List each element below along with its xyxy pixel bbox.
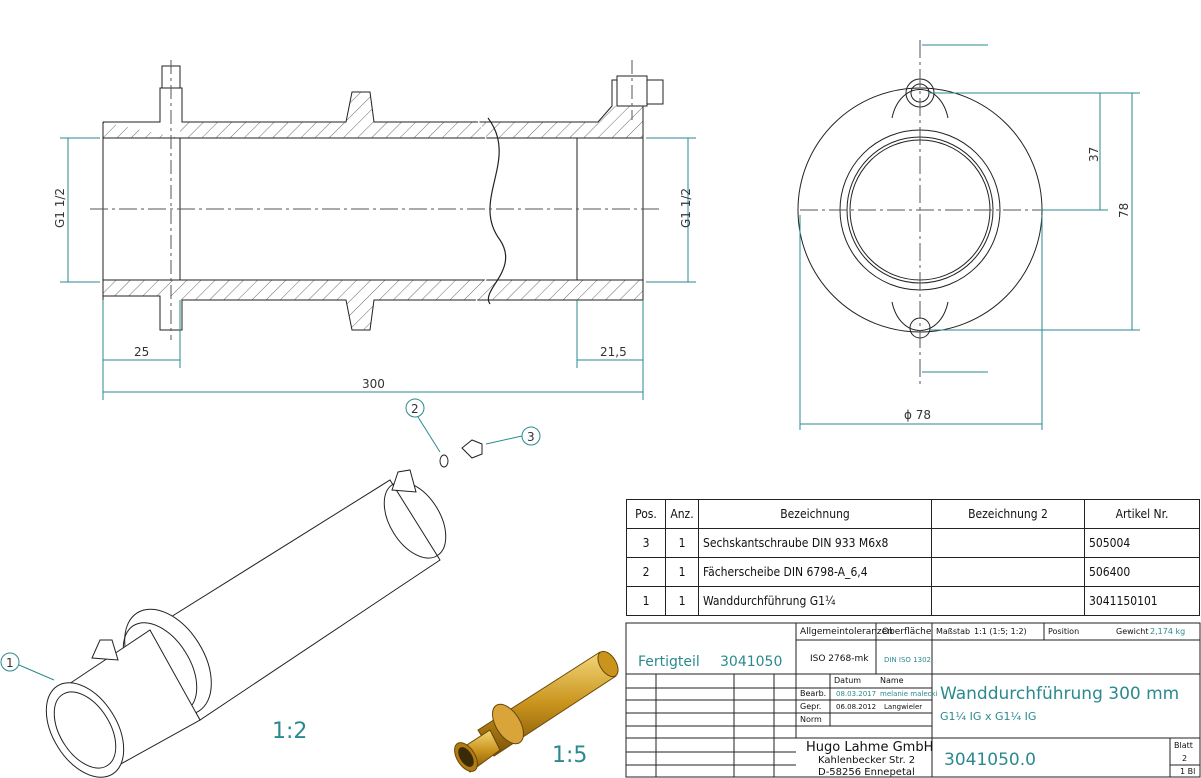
table-row: 1 1 Wanddurchführung G1¼ 3041150101 bbox=[626, 586, 1200, 616]
bezeichnung-2 bbox=[931, 586, 1085, 616]
balloon-1: 1 bbox=[6, 656, 14, 670]
fertigteil-number: 3041050 bbox=[720, 654, 783, 670]
scale-iso: 1:2 bbox=[272, 719, 307, 744]
company-street: Kahlenbecker Str. 2 bbox=[818, 755, 916, 766]
front-view bbox=[797, 40, 1045, 385]
bezeichnung-2 bbox=[931, 557, 1085, 587]
scale-render: 1:5 bbox=[552, 743, 587, 768]
pos: 1 bbox=[626, 586, 666, 616]
name-label: Name bbox=[880, 676, 904, 685]
bearb-datum: 08.03.2017 bbox=[836, 690, 877, 698]
anz: 1 bbox=[665, 586, 699, 616]
section-view bbox=[90, 60, 664, 340]
dim-300: 300 bbox=[362, 377, 385, 391]
drawing-title: Wanddurchführung 300 mm bbox=[940, 684, 1180, 704]
norm-label: Norm bbox=[800, 715, 822, 724]
massstab-value: 1:1 (1:5; 1:2) bbox=[974, 627, 1027, 636]
iso-tolerance: ISO 2768-mk bbox=[810, 654, 869, 664]
company-city: D-58256 Ennepetal bbox=[818, 767, 915, 778]
gewicht-label: Gewicht bbox=[1116, 627, 1149, 636]
bl-label: 1 Bl bbox=[1180, 767, 1196, 776]
bezeichnung: Sechskantschraube DIN 933 M6x8 bbox=[698, 528, 932, 558]
bezeichnung: Fächerscheibe DIN 6798-A_6,4 bbox=[698, 557, 932, 587]
dim-37: 37 bbox=[1087, 147, 1101, 162]
dim-diameter: ϕ 78 bbox=[904, 408, 931, 422]
section-dim-text: G1 1/2 G1 1/2 25 21,5 300 bbox=[53, 188, 693, 391]
thread-left-label: G1 1/2 bbox=[53, 188, 67, 228]
gepr-datum: 06.08.2012 bbox=[836, 703, 877, 711]
massstab-label: Maßstab bbox=[936, 627, 971, 636]
pos: 3 bbox=[626, 528, 666, 558]
bezeichnung: Wanddurchführung G1¼ bbox=[698, 586, 932, 616]
din-surface: DIN ISO 1302 bbox=[884, 656, 931, 664]
dim-21-5: 21,5 bbox=[600, 345, 627, 359]
artikel-nr: 506400 bbox=[1084, 557, 1200, 587]
table-row: 2 1 Fächerscheibe DIN 6798-A_6,4 506400 bbox=[626, 557, 1200, 587]
artikel-nr: 505004 bbox=[1084, 528, 1200, 558]
bezeichnung-2 bbox=[931, 528, 1085, 558]
position-label: Position bbox=[1048, 627, 1080, 636]
gepr-label: Gepr. bbox=[800, 702, 822, 711]
datum-label: Datum bbox=[834, 676, 862, 685]
brass-render bbox=[454, 650, 619, 773]
artikel-nr: 3041150101 bbox=[1084, 586, 1200, 616]
isometric-view bbox=[45, 439, 483, 778]
oberflaeche-label: Oberfläche bbox=[882, 627, 932, 637]
fertigteil-label: Fertigteil bbox=[638, 654, 700, 670]
bearb-label: Bearb. bbox=[800, 689, 827, 698]
col-artikel-nr: Artikel Nr. bbox=[1084, 499, 1200, 529]
drawing-number: 3041050.0 bbox=[944, 750, 1036, 770]
drawing-subtitle: G1¼ IG x G1¼ IG bbox=[940, 710, 1037, 723]
balloons bbox=[0, 398, 541, 681]
balloon-2: 2 bbox=[411, 402, 419, 416]
section-dimensions bbox=[60, 137, 696, 400]
titleblock-frame bbox=[625, 622, 1201, 778]
gewicht-value: 2,174 kg bbox=[1150, 627, 1186, 636]
anz: 1 bbox=[665, 528, 699, 558]
allgemeintoleranzen-label: Allgemeintoleranzen bbox=[800, 627, 893, 637]
table-row: 3 1 Sechskantschraube DIN 933 M6x8 50500… bbox=[626, 528, 1200, 558]
parts-list: Pos. Anz. Bezeichnung Bezeichnung 2 Arti… bbox=[626, 499, 1200, 616]
blatt-label: Blatt bbox=[1174, 741, 1193, 750]
front-dimensions bbox=[799, 44, 1140, 430]
thread-right-label: G1 1/2 bbox=[679, 188, 693, 228]
pos: 2 bbox=[626, 557, 666, 587]
col-pos: Pos. bbox=[626, 499, 666, 529]
anz: 1 bbox=[665, 557, 699, 587]
col-bezeichnung-2: Bezeichnung 2 bbox=[931, 499, 1085, 529]
dim-78: 78 bbox=[1117, 203, 1131, 218]
col-anz: Anz. bbox=[665, 499, 699, 529]
balloon-3: 3 bbox=[527, 430, 535, 444]
dim-25: 25 bbox=[134, 345, 149, 359]
blatt-number: 2 bbox=[1182, 754, 1188, 763]
company-name: Hugo Lahme GmbH bbox=[806, 740, 934, 755]
parts-list-header: Pos. Anz. Bezeichnung Bezeichnung 2 Arti… bbox=[626, 499, 1200, 529]
gepr-name: Langwieler bbox=[884, 703, 923, 711]
col-bezeichnung: Bezeichnung bbox=[698, 499, 932, 529]
bearb-name: melanie malecki bbox=[880, 690, 938, 698]
